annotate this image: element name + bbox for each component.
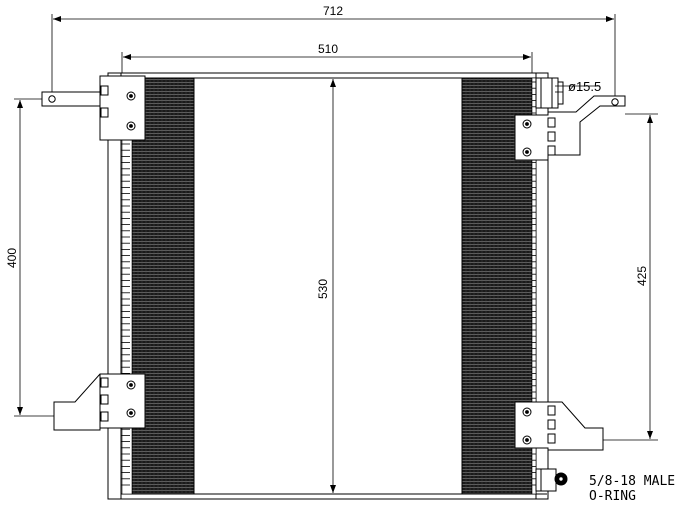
- outlet-fitting: [535, 468, 568, 492]
- dimension-overall-width: [51, 14, 616, 96]
- dimension-right-bracket-spacing: [603, 113, 658, 441]
- fitting-note-line1: 5/8-18 MALE: [589, 474, 675, 489]
- mounting-hole-icon: [48, 95, 56, 103]
- dimension-label-overall-width: 712: [323, 4, 343, 18]
- dimension-core-width: [121, 52, 533, 73]
- inlet-port: [535, 77, 564, 109]
- dimension-label-core-height: 530: [316, 279, 330, 299]
- fin-block-left: [131, 77, 195, 495]
- dimension-label-right-bracket-spacing: 425: [635, 266, 649, 286]
- bracket-left-top: [41, 75, 146, 141]
- bracket-right-bottom: [514, 401, 604, 451]
- bracket-left-bottom: [53, 373, 146, 431]
- bracket-right-top: [514, 95, 626, 161]
- mounting-hole-icon: [611, 98, 619, 106]
- dimension-label-left-bracket-spacing: 400: [5, 248, 19, 268]
- dimension-label-core-width: 510: [318, 42, 338, 56]
- port-diameter-leader: [555, 85, 600, 93]
- dimension-left-bracket-spacing: [14, 98, 54, 417]
- dimension-label-port-diameter: ø15.5: [568, 79, 601, 94]
- fitting-note-line2: O-RING: [589, 489, 636, 504]
